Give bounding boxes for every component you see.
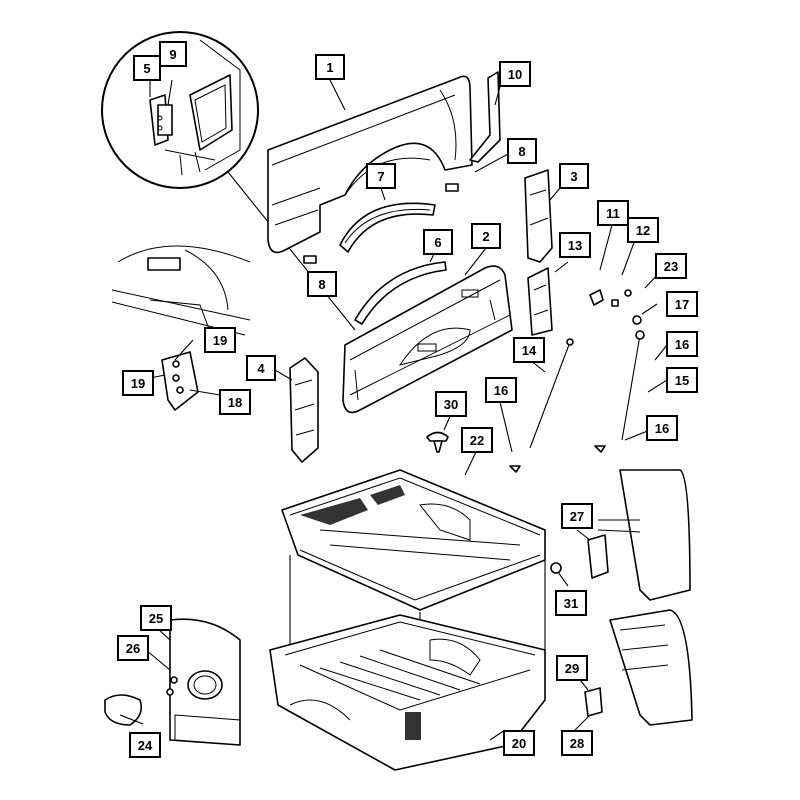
callout-30-label: 30 (444, 397, 458, 412)
callout-13: 13 (559, 232, 591, 258)
callout-20-label: 20 (512, 736, 526, 751)
callout-18-label: 18 (228, 395, 242, 410)
callout-18: 18 (219, 389, 251, 415)
cable-bolt-right (594, 445, 606, 453)
callout-10: 10 (499, 61, 531, 87)
callout-20: 20 (503, 730, 535, 756)
striker-bolt (589, 289, 604, 306)
bed-liner (281, 469, 546, 611)
callout-7: 7 (366, 163, 396, 189)
callout-19-upper-label: 19 (213, 333, 227, 348)
callout-12: 12 (627, 217, 659, 243)
bed-side-inner-panel (342, 265, 513, 414)
nut (624, 289, 632, 297)
support-cable-left (529, 341, 571, 449)
callout-28: 28 (561, 730, 593, 756)
clip-upper (445, 183, 459, 192)
pickup-bed (269, 614, 546, 771)
callout-23: 23 (655, 253, 687, 279)
callout-4: 4 (246, 355, 276, 381)
callout-5: 5 (133, 55, 161, 81)
callout-11: 11 (597, 200, 629, 226)
callout-6: 6 (423, 229, 453, 255)
callout-22-label: 22 (470, 433, 484, 448)
callout-8-lower: 8 (307, 271, 337, 297)
callout-17-label: 17 (675, 297, 689, 312)
callout-27-label: 27 (570, 509, 584, 524)
wheelhouse-liner-outer (339, 202, 436, 253)
callout-5-label: 5 (143, 61, 150, 76)
support-cable-right (621, 334, 641, 441)
callout-16-right-upper-label: 16 (675, 337, 689, 352)
callout-2: 2 (471, 223, 501, 249)
wheelhouse-liner-inner (354, 261, 447, 325)
callout-16-right-lower-label: 16 (655, 421, 669, 436)
callout-9-label: 9 (169, 47, 176, 62)
rear-pillar-bracket (524, 169, 553, 263)
callout-7-label: 7 (377, 169, 384, 184)
callout-25-label: 25 (149, 611, 163, 626)
callout-8-upper-label: 8 (518, 144, 525, 159)
callout-16-center: 16 (485, 377, 517, 403)
push-pin (426, 431, 449, 442)
callout-4-label: 4 (257, 361, 265, 376)
callout-3: 3 (559, 163, 589, 189)
callout-25: 25 (140, 605, 172, 631)
callout-2-label: 2 (482, 229, 489, 244)
tailgate-hinge-lower-inset (584, 609, 693, 726)
callout-30: 30 (435, 391, 467, 417)
callout-22: 22 (461, 427, 493, 453)
corner-bracket (469, 71, 501, 163)
tailgate-hinge-upper-inset (550, 469, 691, 601)
callout-14: 14 (513, 337, 545, 363)
callout-8-lower-label: 8 (318, 277, 325, 292)
cable-bolt-left (509, 465, 521, 473)
front-panel-reinforcement (289, 357, 319, 463)
callout-27: 27 (561, 503, 593, 529)
callout-12-label: 12 (636, 223, 650, 238)
callout-31-label: 31 (564, 596, 578, 611)
callout-16-center-label: 16 (494, 383, 508, 398)
callout-19-upper: 19 (204, 327, 236, 353)
callout-15: 15 (666, 367, 698, 393)
washer (611, 299, 619, 307)
callout-11-label: 11 (606, 206, 620, 221)
callout-6-label: 6 (434, 235, 441, 250)
callout-23-label: 23 (664, 259, 678, 274)
callout-26-label: 26 (126, 641, 140, 656)
callout-9: 9 (159, 41, 187, 67)
callout-26: 26 (117, 635, 149, 661)
bed-rail-inset (111, 245, 251, 411)
fuel-door-inset (104, 618, 241, 746)
callout-1: 1 (315, 54, 345, 80)
stake-pocket-panel (527, 267, 553, 336)
callout-8-upper: 8 (507, 138, 537, 164)
callout-16-right-lower: 16 (646, 415, 678, 441)
callout-29-label: 29 (565, 661, 579, 676)
callout-14-label: 14 (522, 343, 537, 358)
callout-24-label: 24 (138, 738, 153, 753)
bolt-head (632, 315, 642, 325)
callout-31: 31 (555, 590, 587, 616)
callout-16-right-upper: 16 (666, 331, 698, 357)
callout-28-label: 28 (570, 736, 584, 751)
callout-15-label: 15 (675, 373, 689, 388)
callout-17: 17 (666, 291, 698, 317)
callout-13-label: 13 (568, 238, 582, 253)
clip-lower (303, 255, 317, 264)
callout-3-label: 3 (570, 169, 577, 184)
fuel-door (104, 694, 143, 726)
callout-29: 29 (556, 655, 588, 681)
detail-leader-line (227, 171, 356, 331)
callout-10-label: 10 (508, 67, 522, 82)
callout-19-lower-label: 19 (131, 376, 145, 391)
callout-19-lower: 19 (122, 370, 154, 396)
callout-1-label: 1 (326, 60, 333, 75)
callout-24: 24 (129, 732, 161, 758)
